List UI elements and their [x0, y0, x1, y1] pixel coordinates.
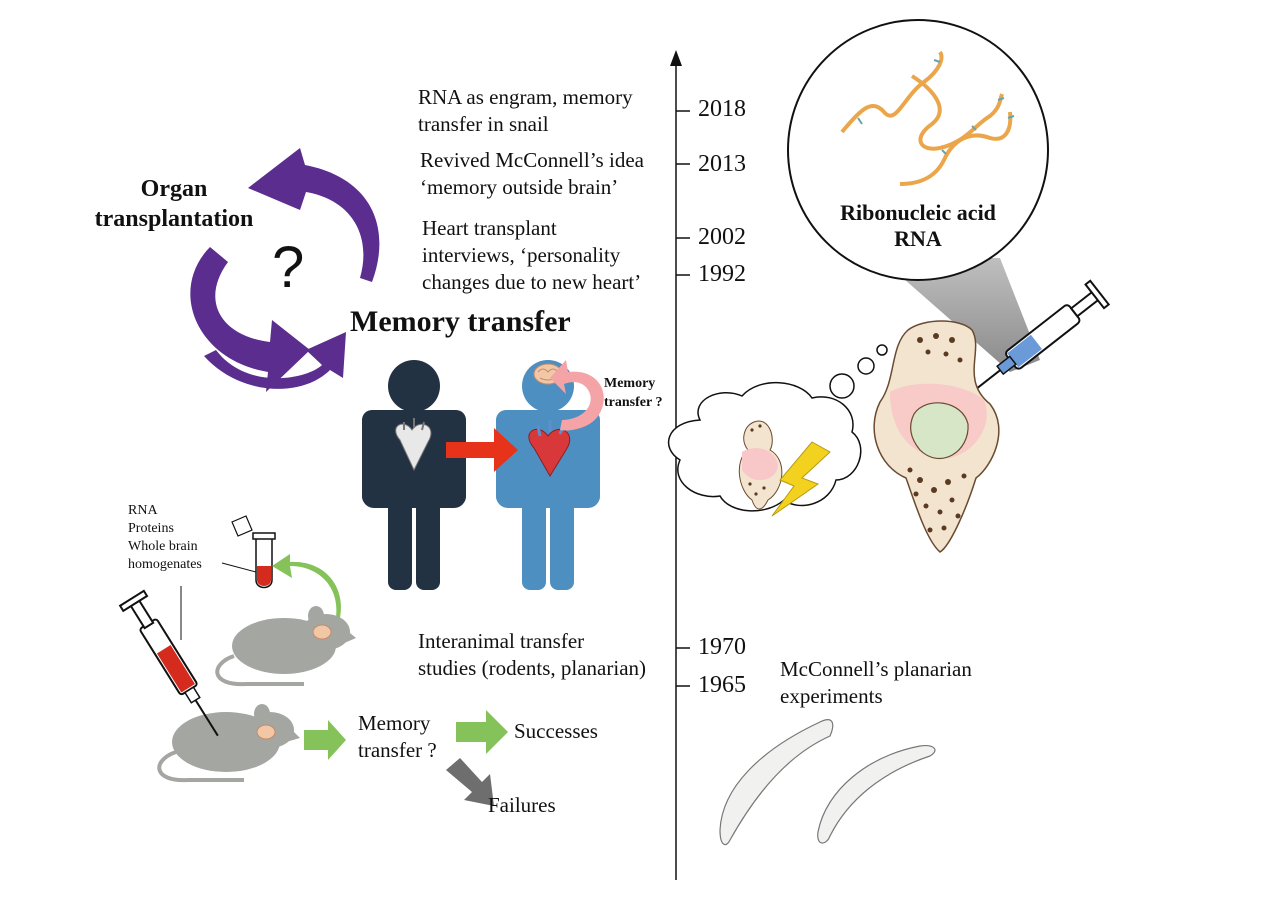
extract-label: RNA [128, 503, 158, 518]
event-1965-text: McConnell’s planarian experiments [780, 656, 972, 710]
label-line: Memory [604, 376, 656, 391]
organ-transplantation-title: Organ transplantation [84, 174, 264, 234]
label-line: transfer ? [604, 395, 663, 410]
question-mark: ? [272, 235, 305, 300]
rodent-outcome-question: Memory transfer ? [358, 710, 437, 764]
outcome-line: Memory [358, 711, 431, 735]
event-line: Interanimal transfer [418, 629, 585, 653]
rna-bubble [787, 19, 1049, 372]
event-line: Revived McConnell’s idea [420, 148, 644, 172]
rna-bubble-label: Ribonucleic acid RNA [818, 200, 1018, 252]
year-2018: 2018 [698, 96, 746, 122]
rna-label-line: RNA [894, 226, 942, 251]
cycle-arrow-top [248, 148, 380, 282]
organ-title-line: transplantation [94, 206, 254, 232]
event-line: experiments [780, 684, 883, 708]
failure-arrow [446, 758, 494, 806]
donor-figure [362, 360, 466, 590]
event-line: ‘memory outside brain’ [420, 175, 619, 199]
memory-loop-arrow [550, 360, 604, 431]
extract-label: Whole brain [128, 539, 198, 554]
year-2013: 2013 [698, 151, 746, 177]
event-2002-text: Heart transplant interviews, ‘personalit… [422, 215, 641, 296]
event-line: Heart transplant [422, 216, 557, 240]
event-2018-text: RNA as engram, memory transfer in snail [418, 84, 633, 138]
year-1992: 1992 [698, 261, 746, 287]
donor-mouse-icon [215, 606, 356, 687]
cycle-arrow-left [190, 247, 310, 392]
donor-heart-icon [395, 418, 432, 472]
sea-snail-illustration [873, 320, 1000, 553]
test-tube-icon [231, 515, 276, 589]
cycle-arrows [190, 148, 380, 392]
human-transfer-label: Memory transfer ? [604, 374, 662, 412]
event-1970-text: Interanimal transfer studies (rodents, p… [418, 628, 646, 682]
outcome-arrow [304, 720, 346, 760]
rna-strand-3 [899, 111, 1013, 186]
event-line: studies (rodents, planarian) [418, 656, 647, 680]
rodent-syringe-icon [118, 589, 219, 737]
organ-title-line: Organ [140, 176, 208, 202]
recipient-figure [496, 360, 600, 590]
memory-transfer-title: Memory transfer [350, 305, 571, 338]
extract-labels: RNA Proteins Whole brain homogenates [128, 502, 202, 574]
extract-label: Proteins [128, 521, 174, 536]
extract-label: homogenates [128, 557, 202, 572]
rna-strand-2 [910, 74, 1004, 151]
cycle-arrow-bottom [204, 332, 346, 389]
event-line: McConnell’s planarian [780, 657, 972, 681]
event-line: interviews, ‘personality [422, 243, 621, 267]
timeline-axis [670, 50, 690, 880]
year-1965: 1965 [698, 672, 746, 698]
thought-bubble [667, 344, 888, 517]
year-1970: 1970 [698, 634, 746, 660]
recipient-mouse-icon [157, 704, 300, 783]
event-2013-text: Revived McConnell’s idea ‘memory outside… [420, 147, 644, 201]
event-line: changes due to new heart’ [422, 270, 642, 294]
year-2002: 2002 [698, 224, 746, 250]
recipient-heart-icon [528, 420, 571, 477]
planaria-illustration [719, 719, 936, 846]
transplant-arrow [446, 428, 518, 472]
outcome-line: transfer ? [358, 738, 437, 762]
successes-label: Successes [514, 719, 598, 743]
bubble-cone [880, 258, 1040, 372]
success-arrow [456, 710, 508, 754]
event-line: transfer in snail [418, 112, 549, 136]
rna-strand-1 [840, 50, 944, 134]
lightning-icon [771, 441, 831, 517]
event-line: RNA as engram, memory [418, 85, 633, 109]
failures-label: Failures [488, 793, 556, 817]
rna-label-line: Ribonucleic acid [840, 200, 996, 225]
extract-arrow [272, 554, 342, 618]
